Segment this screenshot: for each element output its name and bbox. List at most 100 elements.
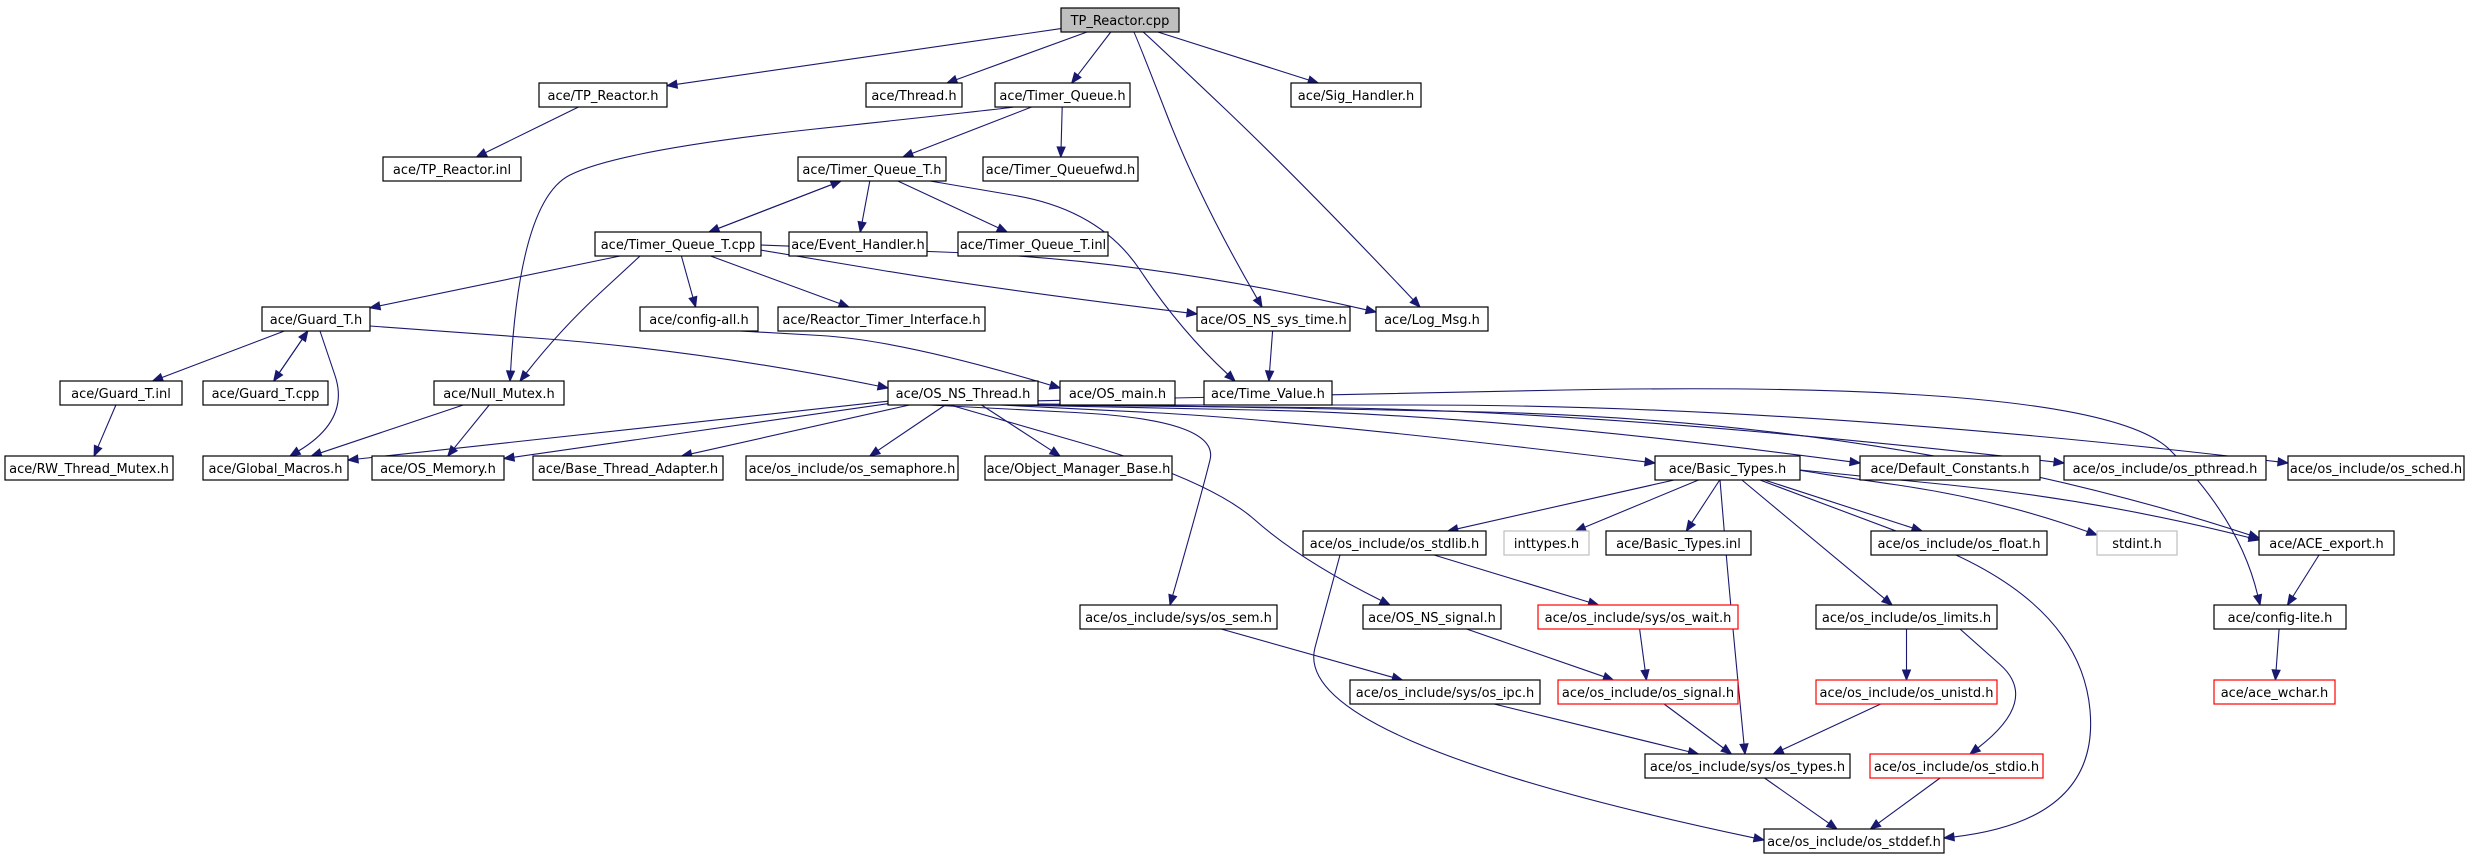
node-log-msg-h[interactable]: ace/Log_Msg.h xyxy=(1375,306,1489,332)
arrowhead xyxy=(1968,743,1982,755)
node-box xyxy=(59,380,183,406)
node-config-lite-h[interactable]: ace/config-lite.h xyxy=(2213,604,2347,630)
node-label: stdint.h xyxy=(2112,537,2161,552)
node-guard-t-cpp[interactable]: ace/Guard_T.cpp xyxy=(202,380,329,406)
node-null-mutex-h[interactable]: ace/Null_Mutex.h xyxy=(433,380,565,406)
node-os-ns-thread-h[interactable]: ace/OS_NS_Thread.h xyxy=(887,380,1039,406)
node-global-macros-h[interactable]: ace/Global_Macros.h xyxy=(202,455,349,481)
edge-basic_types_h-to-basic_types_inl xyxy=(1685,479,1721,533)
edge-os_limits_h-to-os_unistd_h xyxy=(1901,629,1912,682)
arrowhead xyxy=(1869,819,1882,830)
node-event-handler-h[interactable]: ace/Event_Handler.h xyxy=(788,231,928,257)
node-rw-thread-mutex-h[interactable]: ace/RW_Thread_Mutex.h xyxy=(4,455,174,481)
node-box xyxy=(2213,604,2347,630)
node-label: ace/OS_NS_signal.h xyxy=(1368,611,1496,626)
node-box xyxy=(1870,530,2048,556)
edge-line xyxy=(1691,479,1721,523)
node-label: ace/config-lite.h xyxy=(2228,611,2333,626)
node-box xyxy=(1362,604,1502,630)
node-label: ace/TP_Reactor.h xyxy=(548,89,659,104)
edge-line xyxy=(877,404,946,451)
node-default-constants-h[interactable]: ace/Default_Constants.h xyxy=(1859,455,2041,481)
node-tp-reactor-cpp[interactable]: TP_Reactor.cpp xyxy=(1060,7,1180,33)
arrowhead xyxy=(1752,833,1766,843)
node-label: ace/Guard_T.cpp xyxy=(212,387,320,402)
node-ace-wchar-h[interactable]: ace/ace_wchar.h xyxy=(2213,679,2336,705)
node-stdint-h[interactable]: stdint.h xyxy=(2096,530,2178,556)
node-os-pthread-h[interactable]: ace/os_include/os_pthread.h xyxy=(2063,455,2267,481)
edge-line xyxy=(1269,330,1274,372)
node-timer-queue-t-h[interactable]: ace/Timer_Queue_T.h xyxy=(797,156,947,182)
edge-line xyxy=(1663,703,1724,749)
node-box xyxy=(1375,306,1489,332)
edge-guard_t_h-to-os_ns_thread_h xyxy=(369,325,890,391)
node-base-thread-adapter-h[interactable]: ace/Base_Thread_Adapter.h xyxy=(532,455,724,481)
node-os-stdio-h[interactable]: ace/os_include/os_stdio.h xyxy=(1869,753,2044,779)
arrowhead xyxy=(1720,743,1733,755)
node-box xyxy=(2096,530,2178,556)
node-box xyxy=(957,231,1109,257)
node-timer-queue-t-inl[interactable]: ace/Timer_Queue_T.inl xyxy=(957,231,1109,257)
node-os-memory-h[interactable]: ace/OS_Memory.h xyxy=(371,455,505,481)
node-timer-queue-h[interactable]: ace/Timer_Queue.h xyxy=(994,82,1131,108)
node-os-semaphore-h[interactable]: ace/os_include/os_semaphore.h xyxy=(745,455,959,481)
node-tp-reactor-h[interactable]: ace/TP_Reactor.h xyxy=(538,82,668,108)
node-os-ns-sys-time-h[interactable]: ace/OS_NS_sys_time.h xyxy=(1196,306,1351,332)
node-ace-export-h[interactable]: ace/ACE_export.h xyxy=(2258,530,2395,556)
node-os-sys-ipc-h[interactable]: ace/os_include/sys/os_ipc.h xyxy=(1349,679,1541,705)
node-timer-queuefwd-h[interactable]: ace/Timer_Queuefwd.h xyxy=(982,156,1139,182)
node-label: ace/os_include/sys/os_types.h xyxy=(1650,760,1845,775)
arrowhead xyxy=(1880,594,1894,606)
node-box xyxy=(1654,455,1801,481)
node-os-ns-signal-h[interactable]: ace/OS_NS_signal.h xyxy=(1362,604,1502,630)
node-thread-h[interactable]: ace/Thread.h xyxy=(865,82,963,108)
edge-line xyxy=(510,106,1015,372)
node-box xyxy=(538,82,668,108)
node-basic-types-inl[interactable]: ace/Basic_Types.inl xyxy=(1605,530,1752,556)
node-label: ace/os_include/sys/os_wait.h xyxy=(1545,611,1732,626)
node-os-stddef-h[interactable]: ace/os_include/os_stddef.h xyxy=(1763,828,1945,854)
node-os-float-h[interactable]: ace/os_include/os_float.h xyxy=(1870,530,2048,556)
edge-os_ns_thread_h-to-global_macros_h xyxy=(346,400,889,464)
arrowhead xyxy=(1048,446,1062,457)
node-os-sched-h[interactable]: ace/os_include/os_sched.h xyxy=(2287,455,2465,481)
node-os-sys-types-h[interactable]: ace/os_include/sys/os_types.h xyxy=(1644,753,1851,779)
node-os-stdlib-h[interactable]: ace/os_include/os_stdlib.h xyxy=(1302,530,1487,556)
node-label: ace/ace_wchar.h xyxy=(2221,686,2329,701)
node-config-all-h[interactable]: ace/config-all.h xyxy=(639,306,759,332)
arrowhead xyxy=(446,444,459,458)
node-os-limits-h[interactable]: ace/os_include/os_limits.h xyxy=(1815,604,1998,630)
node-object-manager-base-h[interactable]: ace/Object_Manager_Base.h xyxy=(984,455,1173,481)
arrowhead xyxy=(1048,380,1062,390)
node-basic-types-h[interactable]: ace/Basic_Types.h xyxy=(1654,455,1801,481)
node-guard-t-h[interactable]: ace/Guard_T.h xyxy=(261,306,371,332)
node-os-main-h[interactable]: ace/OS_main.h xyxy=(1059,380,1176,406)
node-guard-t-inl[interactable]: ace/Guard_T.inl xyxy=(59,380,183,406)
node-sig-handler-h[interactable]: ace/Sig_Handler.h xyxy=(1290,82,1422,108)
node-box xyxy=(797,156,947,182)
edge-tp_reactor_cpp-to-log_msg_h xyxy=(1142,31,1421,308)
node-box xyxy=(1196,306,1351,332)
node-reactor-timer-interface-h[interactable]: ace/Reactor_Timer_Interface.h xyxy=(777,306,986,332)
node-inttypes-h[interactable]: inttypes.h xyxy=(1503,530,1590,556)
edge-line xyxy=(273,338,303,382)
node-tp-reactor-inl[interactable]: ace/TP_Reactor.inl xyxy=(382,156,522,182)
node-box xyxy=(1349,679,1541,705)
node-label: ace/OS_NS_sys_time.h xyxy=(1200,313,1346,328)
node-label: ace/os_include/os_unistd.h xyxy=(1819,686,1993,701)
arrowhead xyxy=(688,295,698,309)
node-os-signal-h[interactable]: ace/os_include/os_signal.h xyxy=(1557,679,1739,705)
arrowhead xyxy=(1772,745,1785,755)
edge-timer_queue_t_h-to-timer_queue_t_inl xyxy=(897,180,1009,233)
node-box xyxy=(382,156,522,182)
edge-timer_queue_t_h-to-event_handler_h xyxy=(857,180,871,234)
node-time-value-h[interactable]: ace/Time_Value.h xyxy=(1203,380,1333,406)
node-box xyxy=(594,231,762,257)
node-box xyxy=(4,455,174,481)
node-timer-queue-t-cpp[interactable]: ace/Timer_Queue_T.cpp xyxy=(594,231,762,257)
edge-tp_reactor_cpp-to-os_ns_sys_time_h xyxy=(1133,31,1263,309)
node-os-sys-wait-h[interactable]: ace/os_include/sys/os_wait.h xyxy=(1537,604,1739,630)
node-os-sys-sem-h[interactable]: ace/os_include/sys/os_sem.h xyxy=(1079,604,1278,630)
node-os-unistd-h[interactable]: ace/os_include/os_unistd.h xyxy=(1815,679,1998,705)
